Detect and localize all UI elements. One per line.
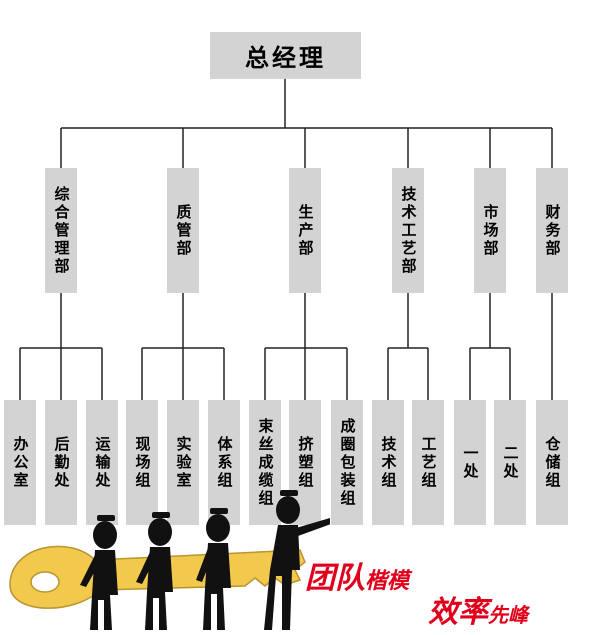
slogan-line-1: 团队楷模 <box>305 553 409 597</box>
dept-quality-management: 质管部 <box>167 168 199 293</box>
dept-marketing: 市场部 <box>474 168 506 293</box>
slogan-model: 楷模 <box>365 568 410 594</box>
dept-finance: 财务部 <box>536 168 568 293</box>
team-figures-icon <box>80 490 330 630</box>
slogan-efficiency: 效率 <box>428 595 488 630</box>
group-division-two: 二处 <box>494 400 526 525</box>
slogan-line-2: 效率先峰 <box>428 587 528 631</box>
slogan-team: 团队 <box>305 561 365 596</box>
team-key-illustration <box>9 490 330 630</box>
group-warehouse: 仓储组 <box>536 400 568 525</box>
group-transport: 运输处 <box>86 400 118 525</box>
group-laboratory: 实验室 <box>167 400 199 525</box>
group-office: 办公室 <box>4 400 36 525</box>
group-technology: 技术组 <box>372 400 404 525</box>
group-system: 体系组 <box>208 400 240 525</box>
dept-comprehensive-management: 综合管理部 <box>45 168 77 293</box>
general-manager-box: 总经理 <box>210 32 361 79</box>
dept-technology-process: 技术工艺部 <box>392 168 424 293</box>
group-bunching-cabling: 束丝成缆组 <box>249 400 281 525</box>
group-division-one: 一处 <box>454 400 486 525</box>
group-onsite: 现场组 <box>126 400 158 525</box>
dept-production: 生产部 <box>289 168 321 293</box>
group-process: 工艺组 <box>412 400 444 525</box>
group-coiling-packaging: 成圈包装组 <box>331 400 363 525</box>
group-logistics: 后勤处 <box>45 400 77 525</box>
slogan-pioneer: 先峰 <box>488 603 528 627</box>
